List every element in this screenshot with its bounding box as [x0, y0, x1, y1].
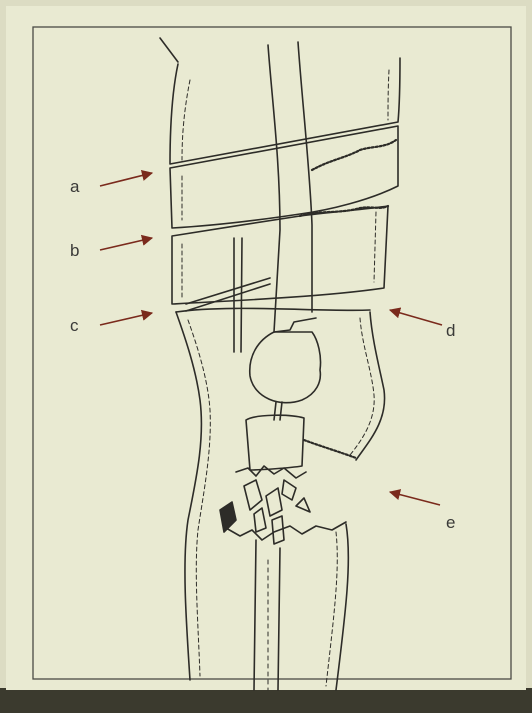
label-c: c	[70, 316, 79, 335]
paper-sheet	[6, 6, 526, 690]
dark-strip-bottom	[0, 688, 532, 713]
label-e: e	[446, 513, 455, 532]
label-b: b	[70, 241, 79, 260]
label-a: a	[70, 177, 80, 196]
vertical-rod-right	[241, 238, 242, 352]
label-d: d	[446, 321, 455, 340]
